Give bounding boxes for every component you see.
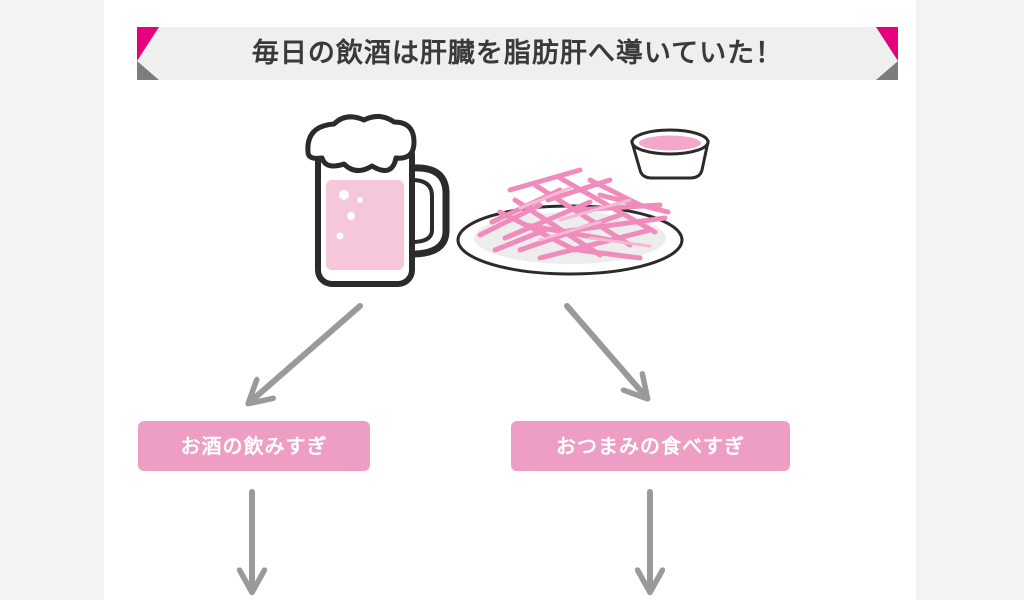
- arrow-fries-to-snacking: [564, 303, 646, 397]
- title-banner: 毎日の飲酒は肝臓を脂肪肝へ導いていた！: [137, 27, 898, 80]
- label-too-much-snacks: おつまみの食べすぎ: [511, 421, 790, 471]
- banner-right-accent: [876, 27, 898, 80]
- fries-plate-icon: [456, 167, 684, 276]
- banner-left-accent: [137, 27, 159, 80]
- banner-title: 毎日の飲酒は肝臓を脂肪肝へ導いていた！: [251, 38, 784, 69]
- label-too-much-alcohol: お酒の飲みすぎ: [138, 421, 370, 471]
- beer-mug-icon: [305, 114, 450, 287]
- sauce-cup-icon: [630, 128, 710, 180]
- content-panel: [104, 0, 916, 600]
- arrow-beer-to-drinking: [250, 303, 363, 402]
